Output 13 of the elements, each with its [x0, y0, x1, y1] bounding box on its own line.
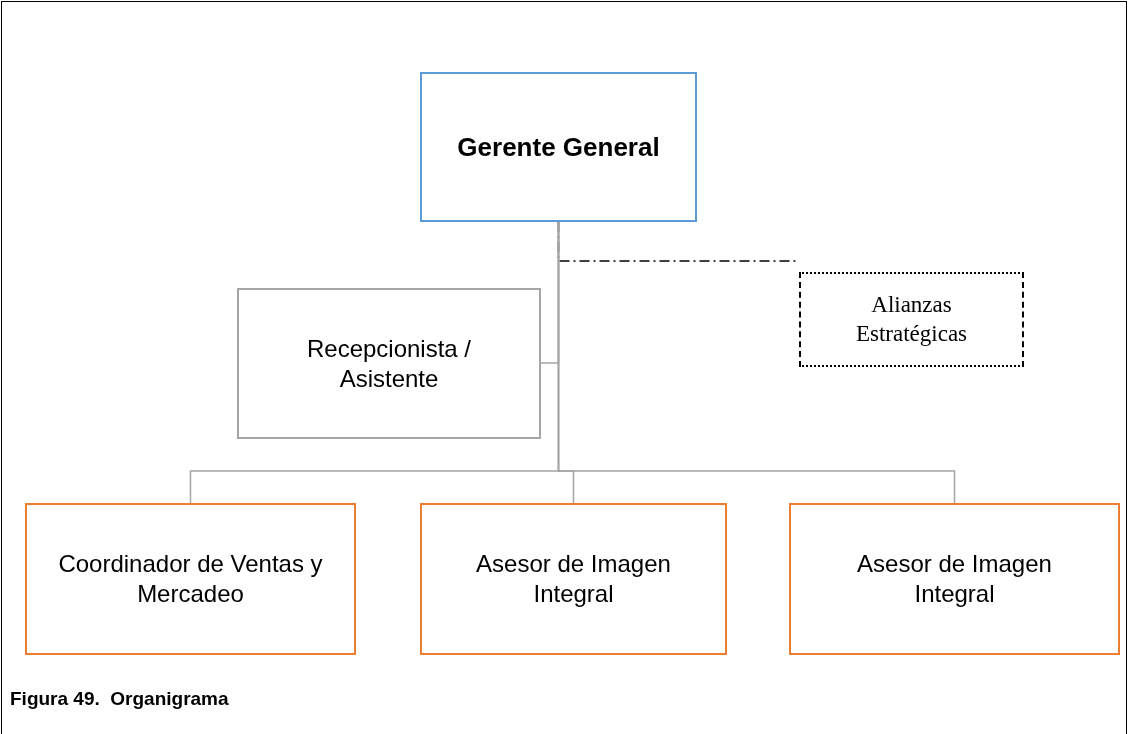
org-box: [420, 72, 697, 222]
box-label: Coordinador de Ventas y Mercadeo: [57, 549, 324, 609]
box-label: Gerente General: [457, 130, 660, 164]
org-box: [420, 503, 727, 655]
box-label: Asesor de Imagen Integral: [475, 549, 672, 609]
figure-caption: Figura 49. Organigrama: [10, 688, 229, 710]
box-label: Alianzas Estratégicas: [854, 290, 969, 348]
org-box: [789, 503, 1120, 655]
org-box: [799, 272, 1024, 367]
org-box: [25, 503, 356, 655]
box-label: Asesor de Imagen Integral: [856, 549, 1053, 609]
box-label: Recepcionista / Asistente: [305, 333, 473, 394]
org-box: [237, 288, 541, 439]
